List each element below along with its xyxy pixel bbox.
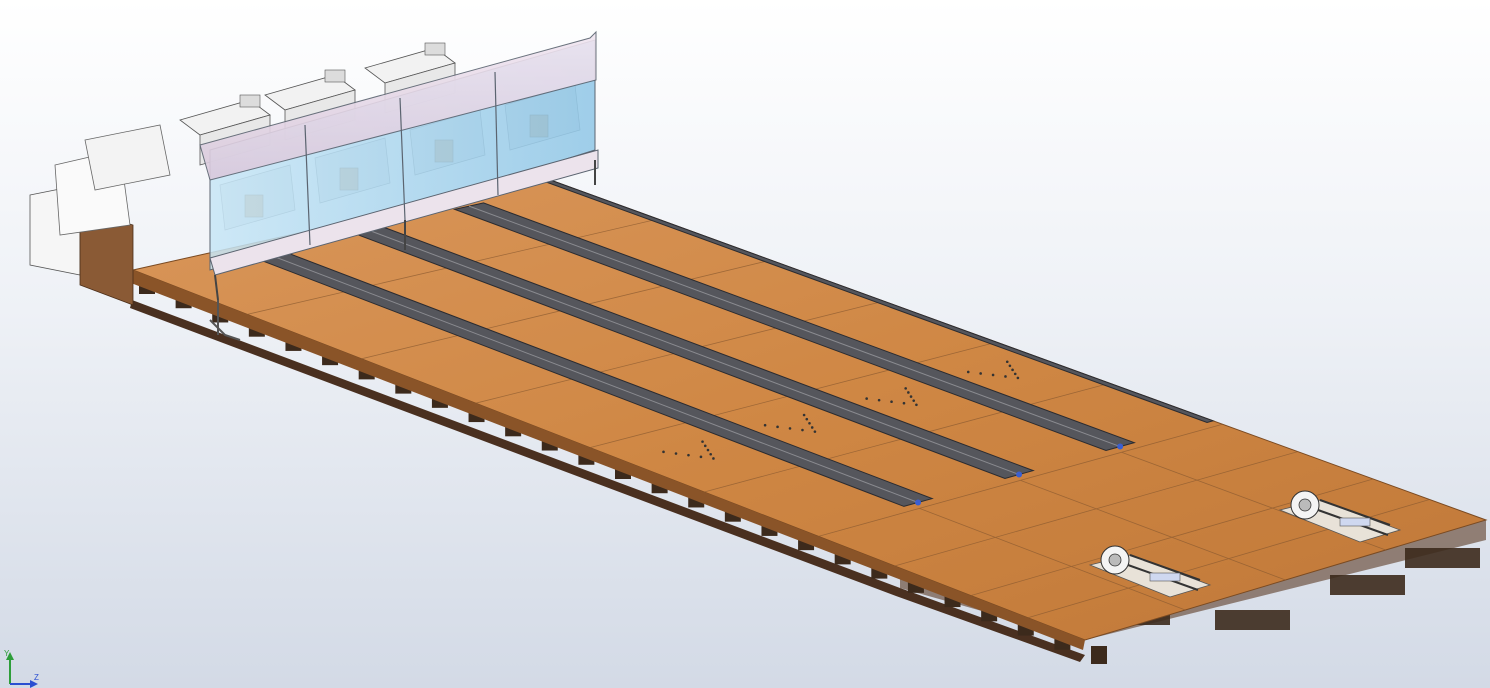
z-axis-arrow — [30, 680, 38, 688]
pinsetter-motor — [424, 42, 446, 56]
arrow-dot — [979, 372, 982, 375]
support-leg — [1091, 646, 1107, 664]
arrow-dot — [703, 444, 707, 448]
gutter-end-cap — [1117, 443, 1124, 450]
masking-dividers — [304, 71, 499, 246]
lane-arrow-markers — [662, 360, 1020, 460]
arrow-dot — [802, 413, 806, 417]
arrow-dot — [865, 397, 868, 400]
ball-return-hub — [1298, 498, 1312, 512]
arrow-dot — [763, 423, 767, 427]
arrow-dot — [966, 370, 970, 374]
arrow-dot — [902, 401, 906, 405]
masking-panel-top — [199, 30, 597, 181]
y-axis-label: Y — [4, 649, 10, 658]
arrow-dot — [788, 427, 792, 430]
masking-poles — [214, 160, 596, 301]
approach-seam — [1020, 479, 1286, 581]
gutter-highlight — [365, 228, 1020, 475]
support-beam — [1215, 610, 1290, 630]
arrow-dot — [1011, 368, 1014, 372]
arrow-dot — [801, 428, 804, 432]
arrow-dot — [706, 448, 710, 452]
gutter-end-cap — [1016, 471, 1023, 478]
arrow-dot — [776, 425, 779, 429]
gutter-highlight — [263, 251, 919, 503]
arrow-dot — [907, 391, 910, 394]
pinsetter-motor — [239, 94, 261, 108]
masking-bottom-rail — [209, 149, 599, 276]
arrow-dot — [915, 403, 918, 407]
arrow-dot — [877, 398, 881, 402]
arrow-dot — [810, 426, 814, 429]
arrow-dot — [709, 452, 713, 456]
pinsetter-area[interactable] — [29, 30, 599, 341]
arrow-dot — [1005, 360, 1009, 364]
arrow-dot — [813, 430, 817, 433]
arrow-dot — [674, 452, 678, 455]
arrow-dot — [808, 422, 811, 425]
ball-return-cylinder — [1339, 517, 1371, 527]
arrow-dot — [1013, 372, 1017, 376]
arrow-dot — [701, 440, 704, 443]
approach-seam — [919, 507, 1186, 611]
ball-return-cylinder — [1149, 572, 1181, 582]
arrow-dot — [699, 455, 703, 459]
arrow-dot — [1008, 364, 1012, 368]
arrow-dot — [1016, 376, 1020, 380]
z-axis-label: Z — [34, 673, 39, 682]
ball-return-units[interactable] — [1088, 490, 1402, 598]
arrow-dot — [909, 395, 913, 398]
deck-edge — [131, 270, 1085, 650]
arrow-dot — [991, 373, 995, 377]
arrow-dot — [890, 400, 893, 403]
arrow-dot — [1004, 375, 1007, 378]
y-axis-arrow — [6, 652, 14, 660]
gutters[interactable] — [247, 177, 1215, 507]
arrow-dot — [805, 417, 809, 421]
arrow-dot — [687, 453, 690, 457]
arrow-dot — [662, 450, 665, 454]
lane-deck[interactable] — [131, 177, 1488, 641]
ball-return-rail — [1129, 554, 1201, 581]
arrow-dot — [912, 399, 916, 402]
ball-return-hub — [1108, 553, 1122, 567]
gutter-end-cap — [915, 499, 922, 506]
coordinate-triad: Y Z — [4, 649, 39, 688]
pole-foot — [209, 300, 241, 341]
machine-top — [84, 124, 171, 191]
support-beam — [1330, 575, 1405, 595]
arrow-dot — [904, 387, 907, 390]
ball-return-rail — [1319, 499, 1391, 526]
support-beam — [1405, 548, 1480, 568]
gutter-highlight — [468, 205, 1121, 448]
arrow-dot — [712, 457, 715, 460]
pinsetter-motor — [324, 69, 346, 83]
